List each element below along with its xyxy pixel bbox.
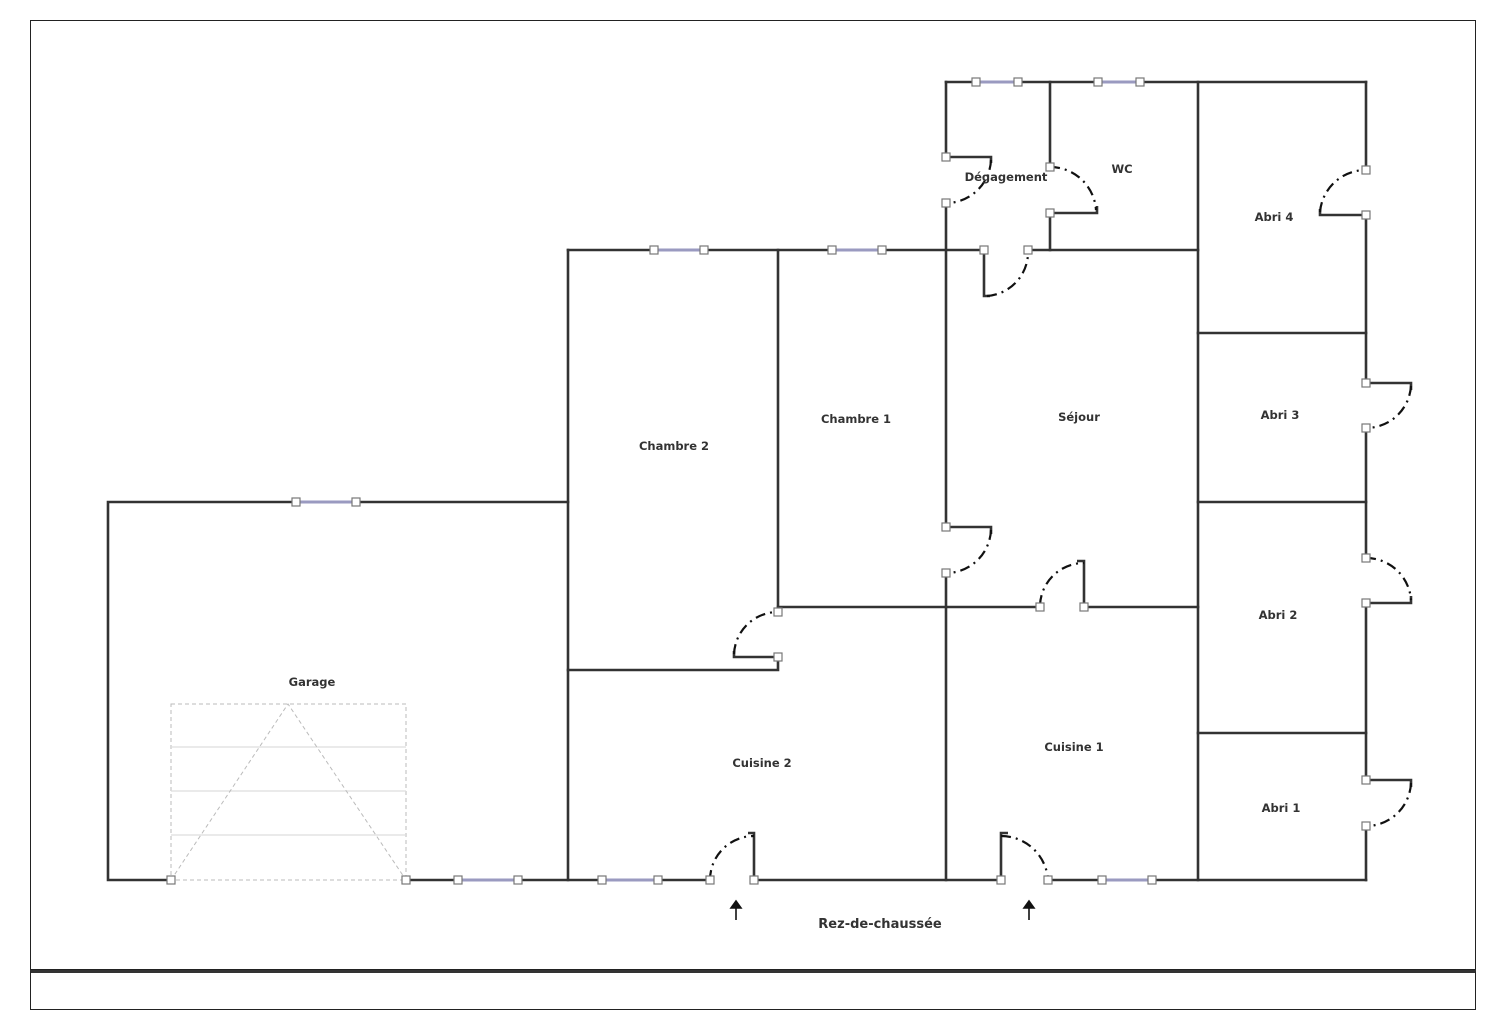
doors (705, 152, 1413, 885)
room-label-abri-4: Abri 4 (1255, 210, 1294, 224)
door-abri-1 (1361, 775, 1413, 831)
room-label-chambre-2: Chambre 2 (639, 439, 709, 453)
door-cuisine-1-entrance (996, 831, 1053, 885)
door-abri-2 (1361, 553, 1413, 608)
room-label-chambre-1: Chambre 1 (821, 412, 891, 426)
door-abri-4 (1318, 165, 1371, 220)
door-chambre-1 (941, 522, 993, 578)
room-label-cuisine-2: Cuisine 2 (732, 756, 791, 770)
plan-frame (30, 20, 1476, 970)
garage-door (166, 703, 411, 885)
arrow-up-icon (729, 899, 743, 920)
room-label-abri-3: Abri 3 (1261, 408, 1300, 422)
room-label-abri-2: Abri 2 (1259, 608, 1298, 622)
door-degagement-sejour (979, 245, 1033, 298)
window-cuisine-2 (597, 875, 663, 885)
door-cuisine-2-entrance (705, 831, 759, 885)
room-label-cuisine-1: Cuisine 1 (1044, 740, 1103, 754)
arrow-up-icon (1022, 899, 1036, 920)
window-wc (1093, 77, 1145, 87)
room-label-sejour: Séjour (1058, 410, 1100, 424)
window-cuisine-1 (1097, 875, 1157, 885)
window-garage-top (291, 497, 361, 507)
floor-title: Rez-de-chaussée (818, 917, 942, 932)
room-label-abri-1: Abri 1 (1262, 801, 1301, 815)
door-chambre-2 (732, 607, 783, 662)
door-wc (1045, 162, 1099, 218)
room-label-degagement: Dégagement (965, 170, 1048, 184)
door-abri-3 (1361, 378, 1413, 433)
door-degagement (941, 152, 993, 208)
door-sejour (1035, 559, 1089, 612)
window-degagement (971, 77, 1023, 87)
room-label-garage: Garage (289, 675, 336, 689)
walls (106, 80, 1368, 882)
room-label-wc: WC (1111, 162, 1132, 176)
window-chambre-1 (827, 245, 887, 255)
window-garage-bottom (453, 875, 523, 885)
window-chambre-2 (649, 245, 709, 255)
windows (291, 77, 1157, 885)
room-labels: Garage Chambre 2 Chambre 1 Séjour Dégage… (289, 162, 1301, 815)
